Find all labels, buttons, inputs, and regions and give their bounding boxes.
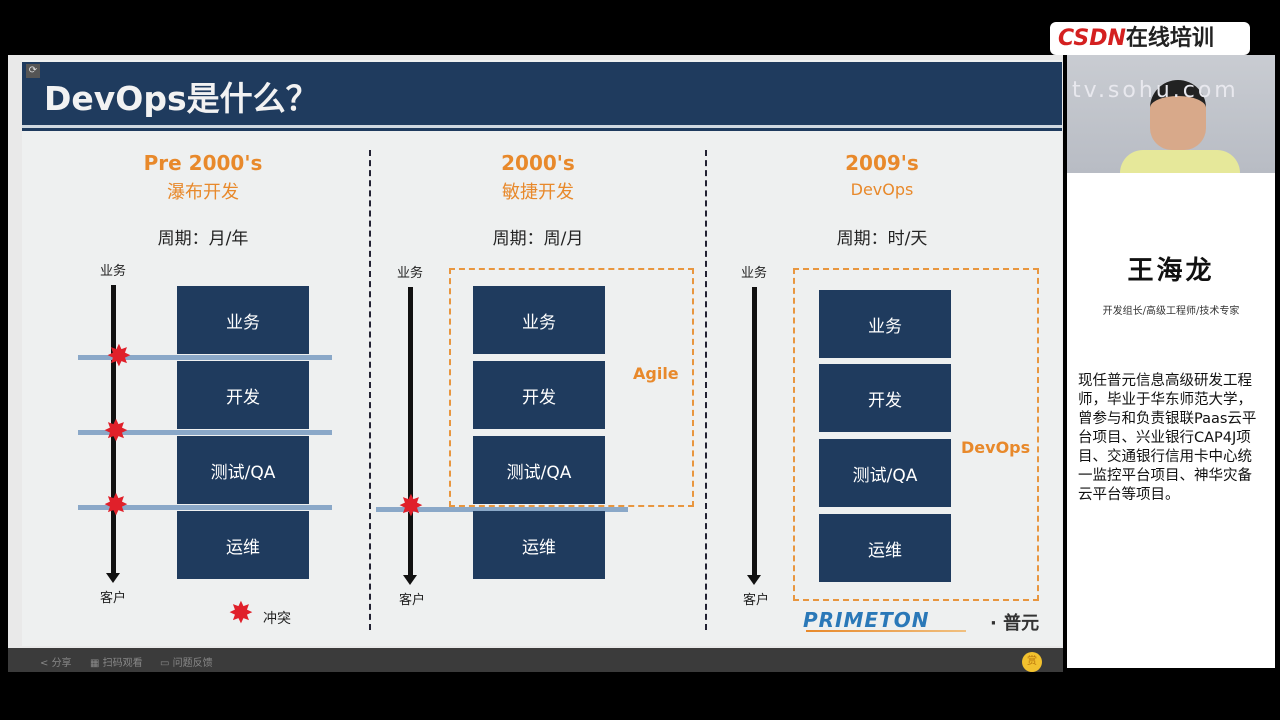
legend-label: 冲突	[263, 611, 291, 627]
era-title: 2000's	[501, 151, 575, 175]
handoff-line	[376, 507, 628, 512]
speaker-bio: 现任普元信息高级研发工程师，毕业于华东师范大学，曾参与和负责银联Paas云平台项…	[1078, 373, 1257, 503]
handoff-line	[78, 430, 332, 435]
conflict-splat-icon: ✸	[106, 339, 132, 374]
agile-group	[449, 268, 694, 507]
stage-box: 运维	[473, 511, 605, 579]
column-separator	[705, 150, 707, 630]
slide-title: DevOps是什么？	[44, 79, 319, 118]
speaker-name: 王海龙	[1127, 256, 1215, 286]
logo-underline	[806, 630, 966, 632]
bottom-label: 客户	[100, 591, 127, 606]
refresh-icon[interactable]: ⟳	[26, 64, 40, 78]
stage-box: 测试/QA	[177, 436, 309, 504]
conflict-splat-icon: ✸	[228, 596, 254, 631]
scan-label: 扫码观看	[102, 658, 143, 669]
group-label: Agile	[633, 364, 679, 383]
group-label: DevOps	[961, 438, 1031, 457]
video-watermark: tv.sohu.com	[1072, 78, 1239, 103]
top-label: 业务	[100, 264, 127, 279]
qr-icon: ▦	[90, 658, 103, 669]
speaker-head	[1150, 80, 1206, 150]
handoff-line	[78, 505, 332, 510]
devops-group	[793, 268, 1039, 601]
feedback-button[interactable]: ▭ 问题反馈	[160, 654, 213, 669]
title-bar	[22, 62, 1062, 125]
cycle-label: 周期：周/月	[492, 229, 584, 249]
csdn-logo-suffix: 在线培训	[1125, 26, 1214, 51]
cycle-label: 周期：月/年	[157, 229, 249, 249]
era-title: Pre 2000's	[143, 151, 263, 175]
scan-button[interactable]: ▦ 扫码观看	[90, 654, 143, 669]
bottom-label: 客户	[743, 593, 770, 608]
down-arrow-icon	[747, 287, 761, 585]
cycle-label: 周期：时/天	[836, 229, 928, 249]
divider	[22, 125, 1062, 128]
stage-box: 运维	[819, 514, 951, 582]
method-title: DevOps	[850, 180, 914, 199]
stage-box: 业务	[819, 290, 951, 358]
speaker-shirt	[1120, 150, 1240, 173]
stage-box: 测试/QA	[819, 439, 951, 507]
primeton-logo: PRIMETON	[803, 608, 930, 632]
stage-box: 开发	[819, 364, 951, 432]
share-button[interactable]: < 分享	[40, 654, 72, 669]
handoff-line	[78, 355, 332, 360]
stage-box: 业务	[473, 286, 605, 354]
down-arrow-icon	[403, 287, 417, 585]
column-separator	[369, 150, 371, 630]
method-title: 敏捷开发	[502, 182, 574, 203]
top-label: 业务	[397, 266, 424, 281]
conflict-splat-icon: ✸	[398, 489, 424, 524]
stage-box: 开发	[177, 361, 309, 429]
bottom-label: 客户	[399, 593, 426, 608]
csdn-logo-text: CSDN	[1058, 26, 1126, 51]
csdn-logo: CSDN在线培训	[1050, 22, 1250, 55]
stage-box: 测试/QA	[473, 436, 605, 504]
top-label: 业务	[741, 266, 768, 281]
primeton-logo-cn: · 普元	[990, 613, 1040, 634]
conflict-splat-icon: ✸	[103, 414, 129, 449]
speaker-role: 开发组长/高级工程师/技术专家	[1102, 306, 1240, 317]
reward-button[interactable]: 赏	[1022, 652, 1042, 672]
share-label: 分享	[51, 658, 72, 669]
method-title: 瀑布开发	[167, 182, 239, 203]
player-toolbar	[8, 648, 1063, 672]
conflict-splat-icon: ✸	[103, 488, 129, 523]
feedback-label: 问题反馈	[172, 658, 213, 669]
stage-box: 运维	[177, 511, 309, 579]
stage-box: 业务	[177, 286, 309, 354]
comment-icon: ▭	[160, 658, 173, 669]
divider	[22, 128, 1062, 131]
stage-box: 开发	[473, 361, 605, 429]
share-icon: <	[40, 658, 52, 669]
era-title: 2009's	[845, 151, 919, 175]
